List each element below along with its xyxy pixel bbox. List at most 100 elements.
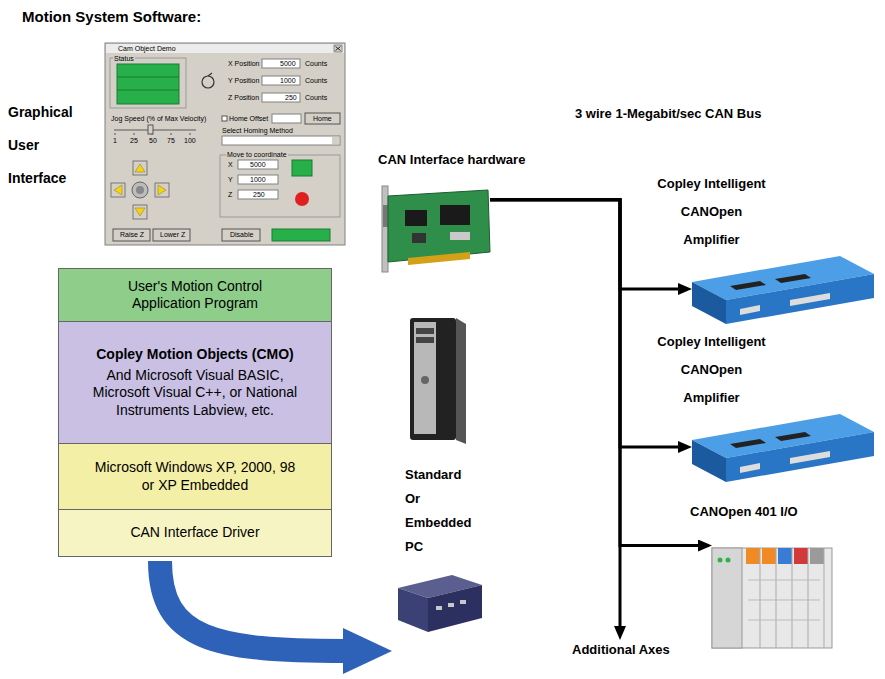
- pc-tower-picture: [410, 318, 466, 444]
- can-card-picture: [388, 190, 490, 262]
- gui-screenshot: [222, 229, 260, 241]
- gui-screenshot: [238, 190, 278, 199]
- tick-label: 100: [184, 137, 196, 144]
- amplifier-picture: [730, 439, 766, 448]
- gui-screenshot: [135, 164, 145, 172]
- io-module-picture: [810, 548, 824, 564]
- gui-screenshot: [238, 175, 278, 184]
- gui-screenshot: [132, 182, 148, 198]
- software-layer-box: Microsoft Windows XP, 2000, 98 or XP Emb…: [58, 443, 332, 510]
- software-layer-box: User's Motion Control Application Progra…: [58, 268, 332, 322]
- gui-screenshot: [238, 160, 278, 169]
- pc-tower-picture: [416, 328, 434, 334]
- gui-screenshot: [136, 186, 144, 194]
- device-caption: CANOpen 401 I/O: [690, 505, 798, 520]
- can-bus-line: [490, 200, 620, 632]
- gui-text: Z: [228, 191, 232, 198]
- gui-screenshot: [106, 44, 344, 53]
- gui-screenshot: [148, 125, 153, 134]
- deployment-arrow: [160, 561, 392, 674]
- io-module-picture: [712, 548, 832, 648]
- amplifier-picture: [692, 414, 874, 482]
- gui-text: X: [228, 161, 233, 168]
- embedded-pc-picture: [428, 585, 482, 632]
- button-text: Home: [313, 115, 332, 122]
- amplifier-picture: [726, 274, 874, 324]
- gui-text: Y: [228, 176, 233, 183]
- button-text: Raise Z: [120, 231, 144, 238]
- can-bus-line: [490, 200, 684, 289]
- gui-screenshot: [133, 205, 147, 219]
- tick-label: 1: [113, 137, 117, 144]
- layer-title: User's Motion Control Application Progra…: [95, 278, 295, 313]
- layer-title: CAN Interface Driver: [130, 524, 259, 542]
- gui-screenshot: [133, 161, 147, 175]
- gui-screenshot: [332, 137, 339, 144]
- gui-screenshot: [292, 160, 312, 176]
- gui-text: Z Position: [228, 94, 259, 101]
- tick-label: 25: [130, 137, 138, 144]
- gui-screenshot: [153, 229, 190, 241]
- amplifier-picture: [730, 281, 766, 290]
- gui-text: Select Homing Method: [222, 127, 293, 134]
- amplifier-picture: [775, 274, 811, 283]
- gui-screenshot: [295, 192, 309, 206]
- gui-text: Y Position: [228, 77, 259, 84]
- gui-text: Home Offset: [229, 115, 268, 122]
- device-caption: Copley Intelligent CANOpen Amplifier: [654, 170, 769, 254]
- gui-screenshot: [117, 77, 179, 90]
- bus-label: 3 wire 1-Megabit/sec CAN Bus: [575, 107, 761, 120]
- gui-screenshot: [305, 113, 340, 124]
- can-card-picture: [382, 186, 490, 272]
- io-module-picture: [760, 548, 824, 648]
- device-caption: CAN Interface hardware: [378, 153, 525, 168]
- field-value: 1000: [280, 77, 296, 84]
- gui-screenshot: [105, 43, 345, 245]
- amplifier-picture: [740, 305, 760, 315]
- can-card-picture: [440, 205, 470, 225]
- deployment-arrow: [160, 561, 345, 651]
- diagram-title: Motion System Software:: [22, 8, 201, 25]
- field-value: 5000: [250, 161, 266, 168]
- gui-screenshot: [262, 76, 300, 85]
- button-text: Lower Z: [160, 231, 185, 238]
- device-caption: Additional Axes: [572, 643, 670, 658]
- software-layer-box: CAN Interface Driver: [58, 509, 332, 557]
- field-value: 5000: [280, 60, 296, 67]
- embedded-pc-picture: [448, 603, 454, 607]
- amplifier-picture: [790, 293, 830, 306]
- gui-screenshot: [202, 76, 214, 88]
- embedded-pc-picture: [398, 575, 482, 632]
- io-module-picture: [748, 580, 820, 620]
- gui-screenshot: [135, 208, 145, 216]
- gui-screenshot: [111, 183, 125, 197]
- field-value: 1000: [250, 176, 266, 183]
- gui-screenshot: [158, 185, 166, 195]
- pc-tower-picture: [414, 322, 436, 434]
- group-title: Status: [113, 55, 135, 62]
- io-module-picture: [762, 548, 776, 564]
- can-card-picture: [382, 186, 388, 272]
- field-value: 250: [253, 191, 265, 198]
- can-card-picture: [405, 210, 427, 226]
- gui-screenshot: [336, 47, 341, 51]
- bus-end-label: Additional Axes: [572, 640, 670, 658]
- io-module-picture: [712, 548, 832, 648]
- can-card-picture: [450, 232, 470, 240]
- gui-screenshot: [220, 155, 340, 217]
- pc-tower-picture: [416, 337, 434, 343]
- gui-screenshot: [272, 229, 330, 241]
- window-title: Cam Object Demo: [118, 45, 176, 52]
- gui-screenshot: [114, 185, 122, 195]
- gui-text: Counts: [305, 60, 327, 67]
- io-module-picture: [778, 548, 792, 564]
- gui-screenshot: [272, 114, 301, 123]
- button-text: Disable: [230, 231, 253, 238]
- amplifier-picture: [692, 256, 874, 324]
- side-label: Graphical User Interface: [8, 96, 80, 195]
- device-caption: Copley Intelligent CANOpen Amplifier: [654, 328, 769, 412]
- amplifier-picture: [740, 463, 760, 473]
- gui-screenshot: [208, 73, 212, 76]
- layer-title: Copley Motion Objects (CMO): [96, 346, 294, 364]
- group-title: Move to coordinate: [226, 151, 288, 158]
